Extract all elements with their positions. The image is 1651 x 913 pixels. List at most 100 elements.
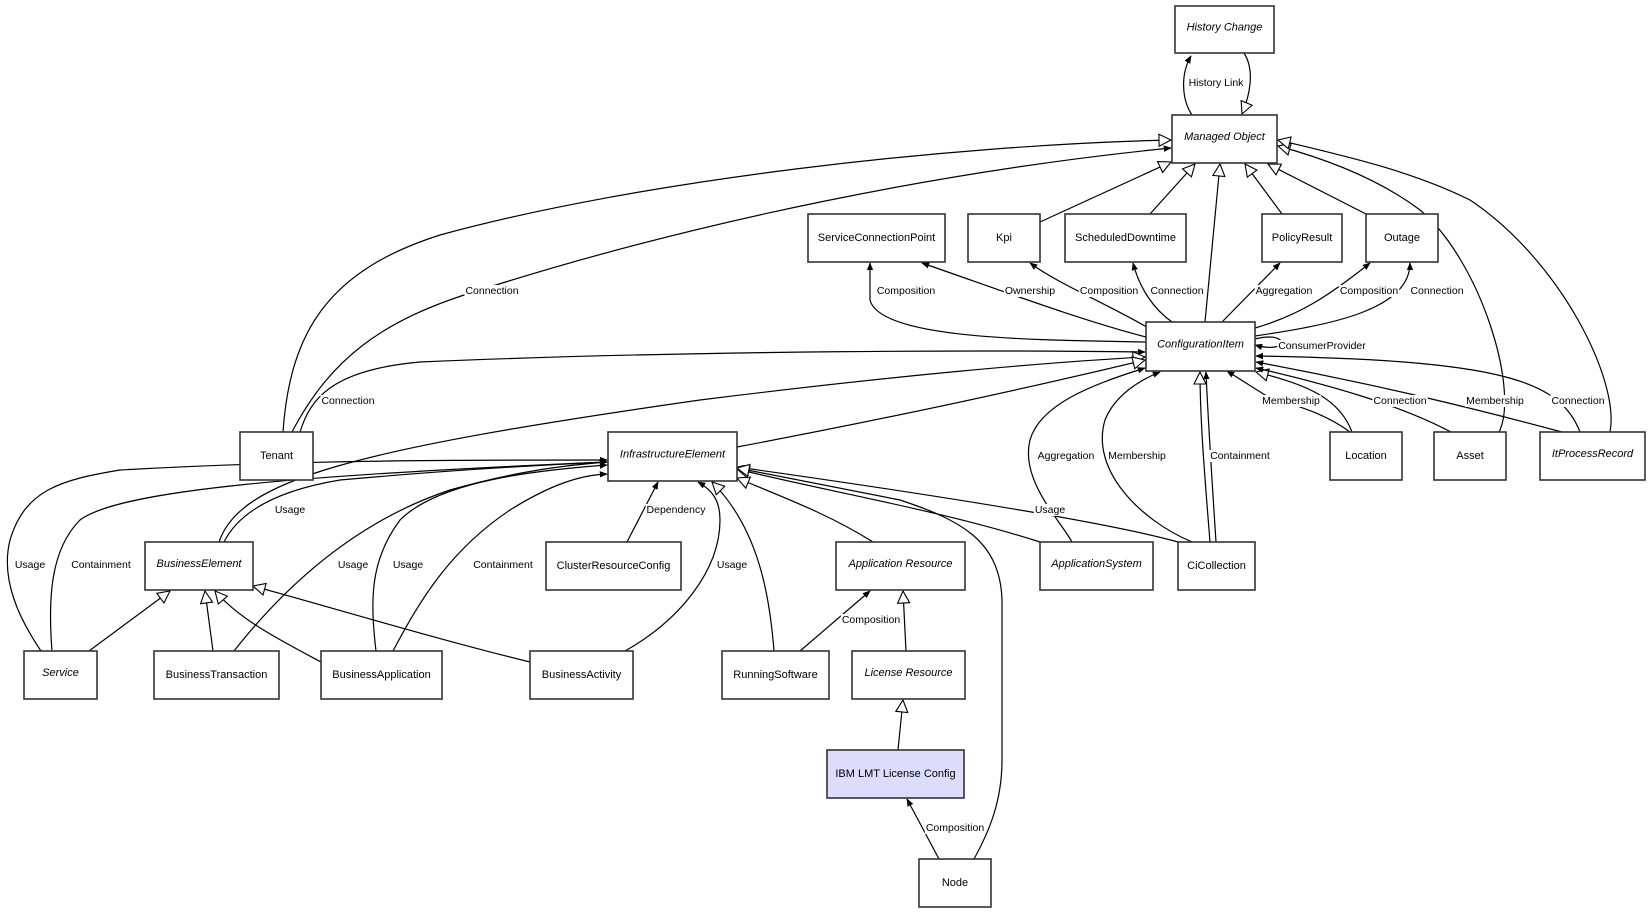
inheritance-edge-application-resource-to-infrastructure-element [737, 478, 874, 543]
class-node-tenant[interactable]: Tenant [239, 431, 314, 481]
class-box[interactable] [826, 749, 965, 799]
class-name: Node [942, 877, 968, 889]
inheritance-edge-application-system-to-infrastructure-element [737, 469, 1041, 543]
class-node-kpi[interactable]: Kpi [967, 213, 1041, 263]
class-node-ibm-lmt-license-config[interactable]: IBM LMT License Config [826, 749, 965, 799]
class-box[interactable] [835, 541, 966, 591]
edge-label-background [1409, 285, 1465, 297]
class-box[interactable] [1365, 213, 1439, 263]
edge-label-background [715, 559, 749, 571]
class-box[interactable] [545, 541, 682, 591]
association-edge-node-to-ibm-lmt-license-config [906, 798, 940, 860]
class-box[interactable] [144, 541, 254, 591]
edge-label: Ownership [1005, 285, 1055, 297]
class-node-location[interactable]: Location [1329, 431, 1403, 481]
edge-label: Usage [338, 559, 369, 571]
class-name: Location [1345, 450, 1387, 462]
class-box[interactable] [1539, 431, 1646, 481]
edge-label-background [1277, 340, 1368, 352]
edge-label: Membership [1262, 395, 1320, 407]
association-edge-configuration-item-to-outage [1254, 262, 1414, 337]
class-box[interactable] [1261, 213, 1343, 263]
class-box[interactable] [320, 650, 443, 700]
class-node-business-activity[interactable]: BusinessActivity [529, 650, 634, 700]
class-name: PolicyResult [1272, 232, 1333, 244]
class-box[interactable] [239, 431, 314, 481]
inheritance-edge-business-application-to-business-element [215, 591, 322, 663]
edge-label: Connection [321, 395, 374, 407]
edge-label: Dependency [647, 504, 707, 516]
inheritance-edge-it-process-record-to-managed-object [1278, 140, 1612, 433]
edge-label-background [1550, 395, 1606, 407]
edge-label: Membership [1108, 450, 1166, 462]
class-name: Outage [1384, 232, 1420, 244]
class-box[interactable] [1177, 541, 1256, 591]
inheritance-edge-scheduled-downtime-to-managed-object [1149, 164, 1195, 215]
inheritance-edge-history-change-to-managed-object [1242, 52, 1250, 114]
class-node-infrastructure-element[interactable]: InfrastructureElement [607, 431, 738, 482]
edge-label: Containment [1210, 450, 1270, 462]
edge-label-background [1078, 285, 1140, 297]
class-node-configuration-item[interactable]: ConfigurationItem [1145, 321, 1256, 372]
class-node-running-software[interactable]: RunningSoftware [721, 650, 830, 700]
edge-label-background [840, 614, 902, 626]
class-node-service[interactable]: Service [23, 650, 98, 700]
class-box[interactable] [23, 650, 98, 700]
class-box[interactable] [1171, 114, 1278, 164]
edge-label: Connection [1551, 395, 1604, 407]
edge-label: Connection [1410, 285, 1463, 297]
class-box[interactable] [1433, 431, 1507, 481]
class-box[interactable] [807, 213, 946, 263]
edge-label: Usage [717, 559, 748, 571]
class-node-business-application[interactable]: BusinessApplication [320, 650, 443, 700]
class-box[interactable] [721, 650, 830, 700]
class-box[interactable] [1329, 431, 1403, 481]
class-node-business-element[interactable]: BusinessElement [144, 541, 254, 591]
class-name: ApplicationSystem [1050, 558, 1142, 570]
class-node-ci-collection[interactable]: CiCollection [1177, 541, 1256, 591]
class-node-application-resource[interactable]: Application Resource [835, 541, 966, 591]
class-node-license-resource[interactable]: License Resource [851, 650, 966, 700]
inheritance-edge-ibm-lmt-license-config-to-license-resource [898, 700, 903, 751]
class-box[interactable] [1174, 5, 1275, 54]
class-node-asset[interactable]: Asset [1433, 431, 1507, 481]
class-box[interactable] [1039, 541, 1154, 591]
class-box[interactable] [851, 650, 966, 700]
class-node-cluster-resource-config[interactable]: ClusterResourceConfig [545, 541, 682, 591]
class-box[interactable] [529, 650, 634, 700]
class-node-history-change[interactable]: History Change [1174, 5, 1275, 54]
edge-label-background [391, 559, 425, 571]
class-box[interactable] [607, 431, 738, 482]
class-node-policy-result[interactable]: PolicyResult [1261, 213, 1343, 263]
edge-label-background [13, 559, 47, 571]
association-edge-service-to-infrastructure-element [6, 456, 608, 652]
class-node-scheduled-downtime[interactable]: ScheduledDowntime [1064, 213, 1187, 263]
class-box[interactable] [918, 858, 992, 908]
edge-label-background [464, 285, 520, 297]
inheritance-edge-ci-collection-to-configuration-item [1200, 372, 1211, 543]
class-node-managed-object[interactable]: Managed Object [1171, 114, 1278, 164]
class-name: BusinessElement [157, 558, 243, 570]
class-box[interactable] [153, 650, 280, 700]
class-node-business-transaction[interactable]: BusinessTransaction [153, 650, 280, 700]
edge-label-background [1261, 395, 1322, 407]
class-node-service-connection-point[interactable]: ServiceConnectionPoint [807, 213, 946, 263]
edge-label-background [645, 504, 708, 516]
association-edge-configuration-item-to-outage [1254, 262, 1371, 329]
class-box[interactable] [1145, 321, 1256, 372]
class-node-outage[interactable]: Outage [1365, 213, 1439, 263]
class-box[interactable] [1064, 213, 1187, 263]
edge-label: Usage [275, 504, 306, 516]
inheritance-edge-policy-result-to-managed-object [1245, 164, 1283, 215]
edge-label: Composition [842, 614, 901, 626]
class-node-it-process-record[interactable]: ItProcessRecord [1539, 431, 1646, 481]
inheritance-edge-tenant-to-managed-object [282, 140, 1171, 433]
class-node-node[interactable]: Node [918, 858, 992, 908]
inheritance-edge-business-activity-to-business-element [253, 586, 531, 663]
edge-label-background [1036, 450, 1096, 462]
class-box[interactable] [967, 213, 1041, 263]
edge-label-background [1338, 285, 1400, 297]
class-node-application-system[interactable]: ApplicationSystem [1039, 541, 1154, 591]
edge-label-background [875, 285, 937, 297]
